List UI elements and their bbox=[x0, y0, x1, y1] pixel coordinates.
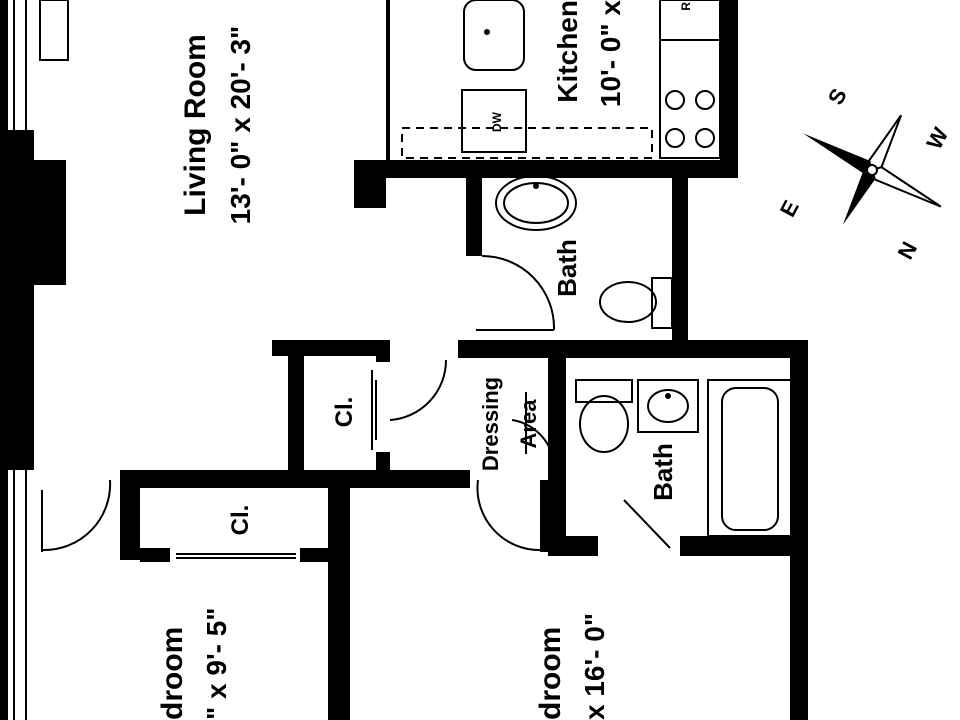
refrigerator-label: R bbox=[679, 2, 693, 11]
sink-drain bbox=[665, 393, 671, 399]
burner-icon bbox=[695, 128, 715, 148]
compass-needle bbox=[803, 133, 872, 173]
bath-wall bbox=[466, 178, 482, 256]
kitchen-bottom-wall bbox=[354, 160, 738, 178]
column bbox=[34, 160, 66, 285]
bedroom-wall-stub bbox=[120, 470, 140, 560]
dressing-area-line2: Area bbox=[516, 399, 541, 449]
compass-label-east: E bbox=[775, 196, 804, 221]
bedroom-divider-wall bbox=[328, 470, 350, 720]
closet-wall-left bbox=[288, 340, 304, 474]
compass-label-south: S bbox=[823, 84, 852, 109]
closet-wall-stub bbox=[140, 548, 170, 562]
bath-sink bbox=[495, 175, 577, 231]
living-room-dims: 13'- 0" x 20'- 3" bbox=[225, 26, 256, 225]
exterior-wall-right bbox=[790, 340, 808, 720]
toilet bbox=[599, 281, 657, 323]
walls bbox=[0, 0, 808, 720]
compass-label-north: N bbox=[893, 238, 923, 264]
bath-bottom-wall bbox=[458, 340, 808, 358]
kitchen-dims: 10'- 0" x bbox=[595, 0, 626, 107]
door-jamb bbox=[540, 480, 550, 552]
dishwasher bbox=[461, 89, 527, 153]
exterior-wall-pier bbox=[0, 130, 34, 470]
lower-bath-wall bbox=[548, 340, 566, 550]
sink-basin bbox=[647, 389, 689, 423]
compass-needle bbox=[842, 170, 875, 225]
burner-icon bbox=[695, 90, 715, 110]
bedroom-right-dims: x 16'- 0" bbox=[579, 613, 610, 720]
door-swing bbox=[389, 359, 448, 421]
bath-wall-right bbox=[672, 178, 688, 348]
door-swing bbox=[511, 419, 553, 455]
lower-bath-bottom bbox=[548, 536, 598, 556]
door-swing bbox=[481, 255, 556, 331]
kitchen-name: Kitchen bbox=[552, 0, 583, 103]
bathtub bbox=[707, 379, 793, 537]
compass-center bbox=[866, 164, 878, 176]
bedroom-left-name: droom bbox=[156, 627, 189, 720]
bath-upper-name: Bath bbox=[552, 239, 582, 297]
toilet-tank bbox=[575, 379, 633, 403]
compass-rose bbox=[803, 114, 942, 225]
closet-wall-stub bbox=[376, 452, 390, 474]
kitchen-sink bbox=[463, 0, 525, 71]
bedroom-right-name: droom bbox=[534, 627, 567, 720]
toilet-tank bbox=[651, 277, 673, 329]
toilet bbox=[579, 395, 629, 453]
door-swing bbox=[476, 479, 541, 552]
bedroom-left-dims: " x 9'- 5" bbox=[201, 607, 232, 720]
lower-bath-sink bbox=[637, 379, 699, 433]
closet-wall-stub bbox=[300, 548, 330, 562]
compass-needle bbox=[870, 166, 942, 208]
sink-drain bbox=[533, 183, 539, 189]
burner-icon bbox=[665, 128, 685, 148]
bathtub-basin bbox=[721, 387, 779, 531]
dressing-area-line1: Dressing bbox=[478, 377, 503, 471]
bath-lower-name: Bath bbox=[648, 443, 678, 501]
compass-label-west: W bbox=[921, 123, 953, 153]
closet-wall-stub bbox=[376, 340, 390, 362]
lower-bath-bottom bbox=[680, 536, 808, 556]
corridor-wall bbox=[120, 470, 470, 488]
kitchen-right-wall bbox=[720, 0, 738, 178]
kitchen-wall bbox=[386, 0, 390, 160]
burner-icon bbox=[665, 90, 685, 110]
door-swing bbox=[41, 479, 112, 552]
closet-hall-name: Cl. bbox=[331, 397, 358, 428]
dishwasher-label: DW bbox=[490, 111, 504, 132]
wall-stub bbox=[354, 160, 386, 208]
closet-bedroom-name: Cl. bbox=[227, 505, 254, 536]
door-leaf bbox=[623, 499, 671, 549]
range bbox=[659, 39, 721, 159]
fixtures bbox=[41, 0, 793, 559]
sink-drain bbox=[484, 29, 490, 35]
living-room-name: Living Room bbox=[179, 34, 212, 216]
radiator bbox=[39, 0, 69, 61]
